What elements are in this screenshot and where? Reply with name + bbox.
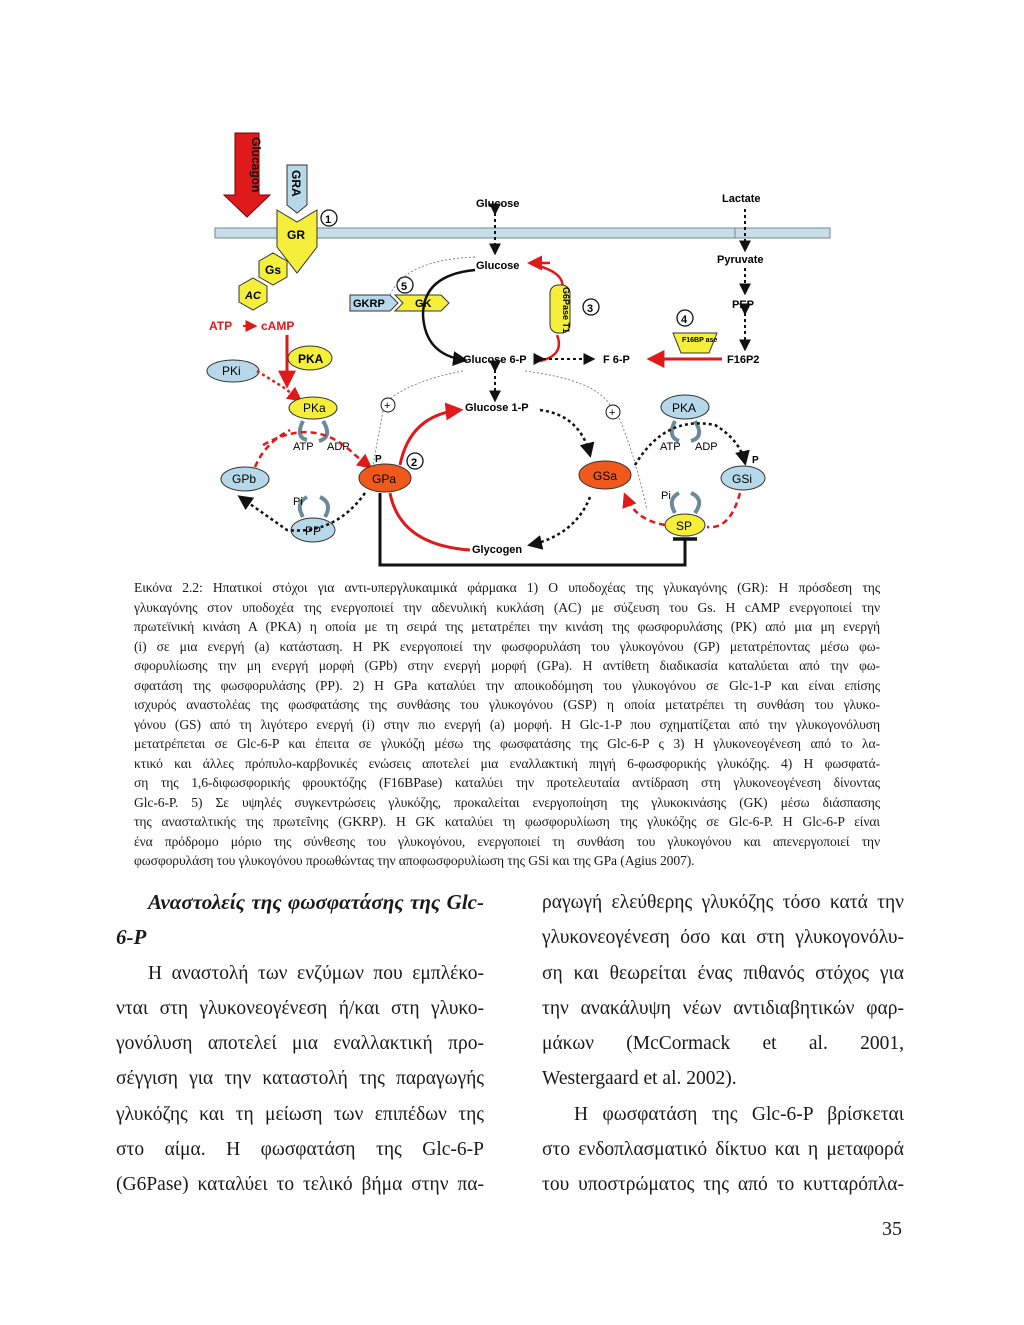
ac-hexagon <box>238 277 268 311</box>
camp-label: cAMP <box>261 319 294 333</box>
paragraph-line: Η αναστολή των ενζύμων που εμπλέκο- <box>148 962 484 984</box>
paragraph-line: γονόλυση αποτελεί μια εναλλακτική προ- <box>116 1033 484 1055</box>
pi-left-label: Pi <box>293 496 303 508</box>
caption-line: ένα πρόδρομο μόριο της σύνθεσης του γλυκ… <box>134 833 880 849</box>
section-heading: Αναστολείς της φωσφατάσης της Glc- <box>148 890 484 914</box>
atp-label: ATP <box>209 319 232 333</box>
f16bpase-label: F16BP ase <box>682 337 717 344</box>
gr-receptor: GR <box>276 209 318 274</box>
paragraph-line: Η φωσφατάση της Glc-6-P βρίσκεται <box>574 1103 904 1125</box>
cell-membrane-right <box>734 227 831 239</box>
gpb-label: GPb <box>232 472 256 486</box>
glucose6p-label: Glucose 6-P <box>463 354 527 366</box>
caption-line: σφατάση της φωσφορυλάσης (PP). 2) Η GPa … <box>134 677 880 693</box>
caption-line: μετατρέπεται σε Glc-6-P και έπειτα σε γλ… <box>134 736 880 751</box>
p-right-label: P <box>752 455 759 466</box>
number-4: 4 <box>681 314 688 326</box>
gpa-label: GPa <box>372 472 396 486</box>
caption-line: (i) σε μια ενεργή (a) κατάσταση. Η PK εν… <box>134 638 880 654</box>
f16p2-label: F16P2 <box>727 354 759 366</box>
paragraph-line: στο ενδοπλασματικό δίκτυο και η μεταφορά <box>542 1139 904 1161</box>
pka-active-ellipse <box>288 396 338 420</box>
gs-hexagon <box>258 252 288 286</box>
paragraph-line: ση και θεωρείται ένας πιθανός στόχος για <box>542 962 904 984</box>
paragraph-line: σέγγιση για την καταστολή της παραγωγής <box>116 1068 484 1090</box>
gkrp-label: GKRP <box>353 298 385 310</box>
caption-line: της ανασταλτικής της πρωτεΐνης (GKRP). Η… <box>134 814 880 829</box>
gsa-label: GSa <box>593 469 617 483</box>
number-1: 1 <box>325 214 331 226</box>
paragraph-line: γλυκόζης και τη μείωση των επιπέδων της <box>116 1103 484 1125</box>
pka-right-ellipse <box>660 394 710 420</box>
pka-label: PKA <box>298 352 324 366</box>
paragraph-line: του υποστρώματος της από το κυτταρόπλα- <box>542 1174 904 1196</box>
gs-label: Gs <box>265 263 281 277</box>
number-2: 2 <box>411 457 417 469</box>
p-left-label: P <box>375 454 382 465</box>
lactate-label: Lactate <box>722 193 761 205</box>
section-heading-cont: 6-P <box>116 925 147 950</box>
atp-right-label: ATP <box>660 441 681 453</box>
caption-line: κτικό και άλλες πρόπυλο-καρβονικές ενώσε… <box>134 755 880 771</box>
pka-right-label: PKA <box>672 401 696 415</box>
gsa-ellipse <box>578 460 632 490</box>
figure-caption: Εικόνα 2.2: Ηπατικοί στόχοι για αντι-υπε… <box>134 578 880 871</box>
ac-label: AC <box>244 290 262 302</box>
paragraph-line: (G6Pase) καταλύει το τελικό βήμα στην πα… <box>116 1174 484 1196</box>
paragraph-line: ραγωγή ελεύθερης γλυκόζης τόσο κατά την <box>542 892 904 913</box>
caption-line: ση της 1,6-διφωσφορικής φρουκτόζης (F16B… <box>134 775 880 790</box>
paragraph-line: Westergaard et al. 2002). <box>542 1068 737 1090</box>
pyruvate-label: Pyruvate <box>717 254 763 266</box>
plus-right: + <box>609 407 615 419</box>
atp-left-label: ATP <box>293 441 314 453</box>
paragraph-line: την ανακάλυψη νέων αντιδιαβητικών φαρ- <box>542 997 904 1019</box>
pep-label: PEP <box>732 299 754 311</box>
plus-left: + <box>384 400 390 412</box>
pka-ellipse <box>287 345 333 371</box>
gsi-label: GSi <box>732 472 752 486</box>
gr-label: GR <box>287 228 305 242</box>
number-5: 5 <box>401 281 407 293</box>
pp-label: PP <box>305 524 321 538</box>
caption-line: γόνου (GS) από τη λιγότερο ενεργή (i) στ… <box>134 716 880 732</box>
paragraph-line: νται στη γλυκονεογένεση ή/και στη γλυκο- <box>116 997 484 1019</box>
f6p-label: F 6-P <box>603 354 630 366</box>
right-column: ραγωγή ελεύθερης γλυκόζης τόσο κατά την … <box>542 885 904 1203</box>
g6pase-box <box>549 284 571 334</box>
pki-label: PKi <box>222 364 241 378</box>
glycogen-label: Glycogen <box>472 544 522 556</box>
caption-line: πρωτεϊνική κινάση Α (PKA) η οποία με τη … <box>134 619 880 634</box>
sp-label: SP <box>676 519 692 533</box>
number-3: 3 <box>587 303 593 315</box>
caption-line: Εικόνα 2.2: Ηπατικοί στόχοι για αντι-υπε… <box>134 580 880 595</box>
left-column: Αναστολείς της φωσφατάσης της Glc- 6-P Η… <box>116 885 484 1203</box>
caption-line: φωσφορυλάση του γλυκογόνου προωθώντας τη… <box>134 853 695 868</box>
caption-line: Glc-6-P. 5) Σε υψηλές συγκεντρώσεις γλυκ… <box>134 794 880 810</box>
caption-line: σφορυλίωσης την μη ενεργή μορφή (GPb) στ… <box>134 658 880 673</box>
gpa-ellipse <box>358 463 412 493</box>
glucose-in-label: Glucose <box>476 260 519 272</box>
f16bpase-trapezoid <box>672 332 718 354</box>
paragraph-line: γλυκονεογένεση όσο και στη γλυκογονόλυ- <box>542 927 904 949</box>
adp-right-label: ADP <box>695 441 718 453</box>
pka-active-label: PKa <box>303 401 326 415</box>
caption-line: γλυκαγόνης στον υποδοχέα της ενεργοποιεί… <box>134 599 880 615</box>
g6pase-label: G6Pase T1 <box>561 287 571 333</box>
paragraph-line: μάκων (McCormack et al. 2001, <box>542 1033 904 1055</box>
glucose-out-label: Glucose <box>476 198 519 210</box>
glucose1p-label: Glucose 1-P <box>465 402 529 414</box>
gsi-ellipse <box>720 465 766 491</box>
pathway-figure: Glucagon GRA GR 1 Gs AC ATP cAMP PKA PKi… <box>206 132 831 567</box>
paragraph-line: στο αίμα. Η φωσφατάση της Glc-6-P <box>116 1139 484 1161</box>
pi-right-label: Pi <box>661 490 671 502</box>
caption-line: ισχυρός αναστολέας της φωσφατάσης της συ… <box>134 697 880 712</box>
gra-label: GRA <box>289 170 303 197</box>
glucagon-label: Glucagon <box>249 137 263 192</box>
page-number: 35 <box>882 1218 902 1240</box>
glucagon-arrow: Glucagon <box>222 132 272 218</box>
gra-arrow: GRA <box>286 164 308 214</box>
gpb-ellipse <box>220 466 270 492</box>
